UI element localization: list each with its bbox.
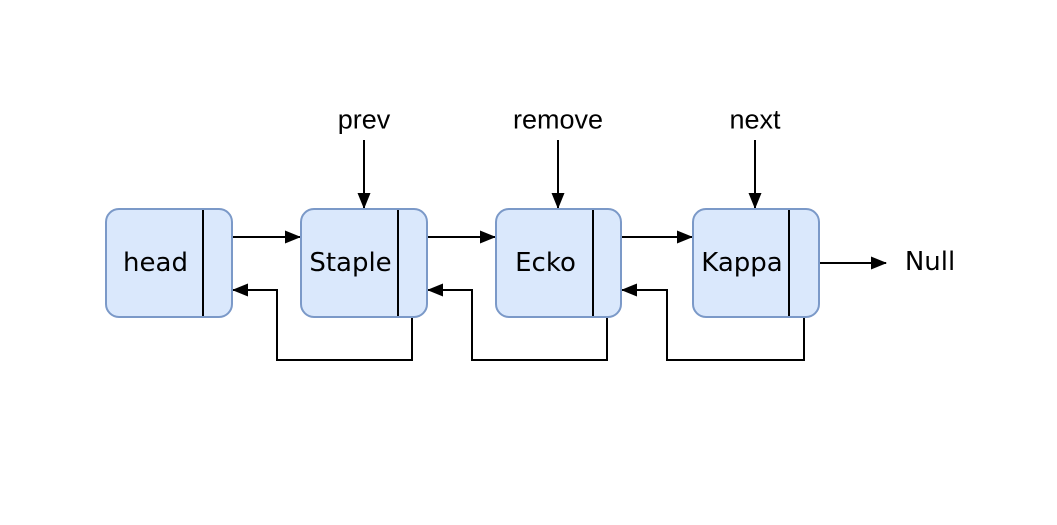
operation-label-remove: remove <box>512 104 604 135</box>
pointer-cell-divider <box>788 210 790 316</box>
ecko-prev-to-staple-arrow <box>427 283 608 361</box>
node-ecko: Ecko <box>495 208 622 318</box>
node-kappa: Kappa <box>692 208 820 318</box>
pointer-cell-divider <box>592 210 594 316</box>
node-staple: Staple <box>300 208 428 318</box>
node-head: head <box>105 208 233 318</box>
kappa-prev-to-ecko-arrow <box>621 283 805 361</box>
node-label-staple: Staple <box>309 248 392 278</box>
pointer-cell-divider <box>397 210 399 316</box>
staple-prev-to-head-arrow <box>232 283 413 361</box>
node-label-kappa: Kappa <box>701 248 783 278</box>
operation-label-prev: prev <box>337 104 391 135</box>
node-label-ecko: Ecko <box>515 248 576 278</box>
node-label-head: head <box>123 248 188 278</box>
pointer-cell-divider <box>202 210 204 316</box>
operation-label-next: next <box>729 104 781 135</box>
null-terminal-label: Null <box>904 247 956 277</box>
